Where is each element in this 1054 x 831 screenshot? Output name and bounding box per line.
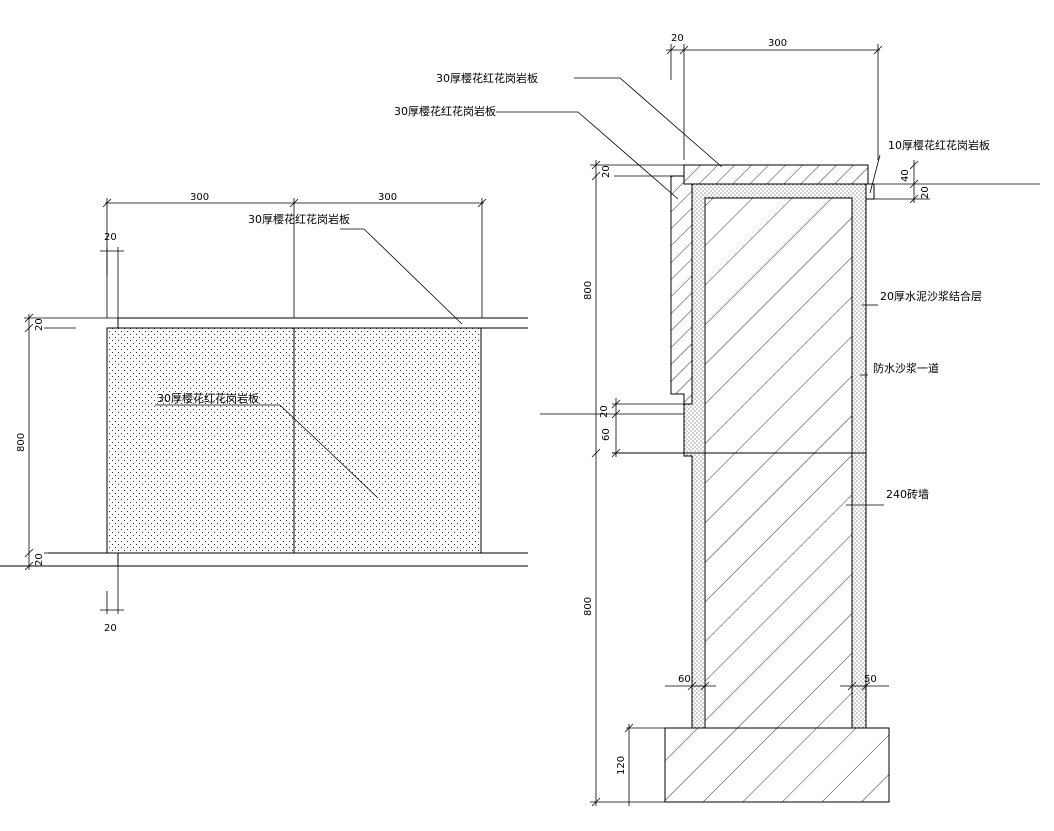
sec-dim-ledge-thickness: 20 — [599, 405, 610, 418]
elev-label-cap: 30厚樱花红花岗岩板 — [248, 212, 350, 226]
elev-dim-top-offset: 20 — [104, 232, 117, 243]
sec-dim-ledge-gap: 60 — [601, 428, 612, 441]
sec-dim-right-cap-20: 20 — [920, 186, 931, 199]
elev-dim-height: 800 — [16, 433, 27, 452]
section-view: 20 300 20 800 800 20 60 40 20 — [394, 33, 1040, 807]
sec-label-cap-side: 30厚樱花红花岗岩板 — [394, 104, 496, 118]
section-brick-core — [704, 197, 853, 729]
section-cap-stone — [683, 164, 869, 185]
sec-label-cap-edge: 10厚樱花红花岗岩板 — [888, 138, 990, 152]
sec-dim-right-cap-40: 40 — [900, 169, 911, 182]
elevation-view: 300 300 20 20 800 20 20 30厚樱花红花岗岩板 30厚樱花… — [0, 192, 528, 634]
sec-dim-footing-height: 120 — [616, 756, 627, 775]
elev-dim-base-thickness: 20 — [34, 553, 45, 566]
sec-dim-top-width: 300 — [768, 38, 787, 49]
sec-label-cap-top: 30厚樱花红花岗岩板 — [436, 71, 538, 85]
sec-label-brick-wall: 240砖墙 — [886, 487, 929, 501]
sec-dim-lower-height: 800 — [583, 597, 594, 616]
elev-dim-bottom-offset: 20 — [104, 623, 117, 634]
sec-dim-upper-height: 800 — [583, 281, 594, 300]
sec-label-mortar-bed: 20厚水泥沙浆结合层 — [880, 289, 982, 303]
sec-label-waterproof: 防水沙浆一道 — [873, 361, 939, 375]
elev-dim-cap-thickness: 20 — [34, 318, 45, 331]
elev-dim-width-right: 300 — [378, 192, 397, 203]
sec-dim-footing-right: 50 — [864, 674, 877, 685]
section-side-stone — [670, 175, 693, 405]
elev-label-face: 30厚樱花红花岗岩板 — [157, 391, 259, 405]
sec-dim-footing-left: 60 — [678, 674, 691, 685]
sec-dim-top-left: 20 — [671, 33, 684, 44]
elev-dim-width-left: 300 — [190, 192, 209, 203]
sec-dim-cap-side: 20 — [601, 165, 612, 178]
section-footing — [664, 727, 890, 803]
